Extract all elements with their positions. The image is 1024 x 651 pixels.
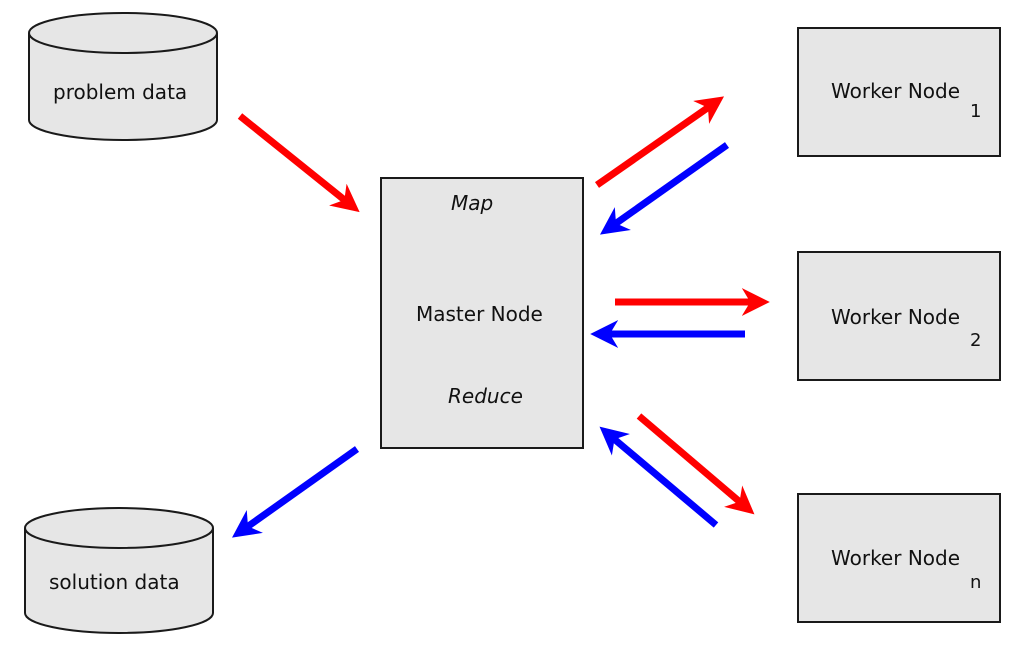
worker-node-n: Worker Node n: [797, 493, 1001, 623]
solution-data-label: solution data: [49, 570, 180, 594]
worker-node-1: Worker Node 1: [797, 27, 1001, 157]
problem-data-cylinder: [28, 12, 218, 141]
master-node-label: Master Node: [416, 302, 543, 326]
reduce-label: Reduce: [448, 384, 523, 408]
worker-node-n-label: Worker Node: [831, 546, 961, 570]
worker-node-1-subscript: 1: [970, 101, 982, 122]
return-arrow-worker-1: [599, 142, 730, 235]
dispatch-arrow-worker-1: [594, 96, 725, 188]
solution-data-cylinder: [24, 507, 214, 634]
master-node: Map Master Node Reduce: [380, 177, 584, 449]
return-arrow-worker-n: [599, 426, 719, 528]
problem-data-label: problem data: [53, 80, 188, 104]
input-arrow: [237, 113, 360, 213]
map-label: Map: [451, 191, 494, 215]
worker-node-2: Worker Node 2: [797, 251, 1001, 381]
worker-node-n-subscript: n: [970, 572, 982, 593]
dispatch-arrow-worker-n: [636, 413, 755, 515]
worker-node-2-subscript: 2: [970, 330, 982, 351]
output-arrow: [232, 446, 360, 538]
worker-node-1-label: Worker Node: [831, 79, 961, 103]
worker-node-2-label: Worker Node: [831, 305, 961, 329]
